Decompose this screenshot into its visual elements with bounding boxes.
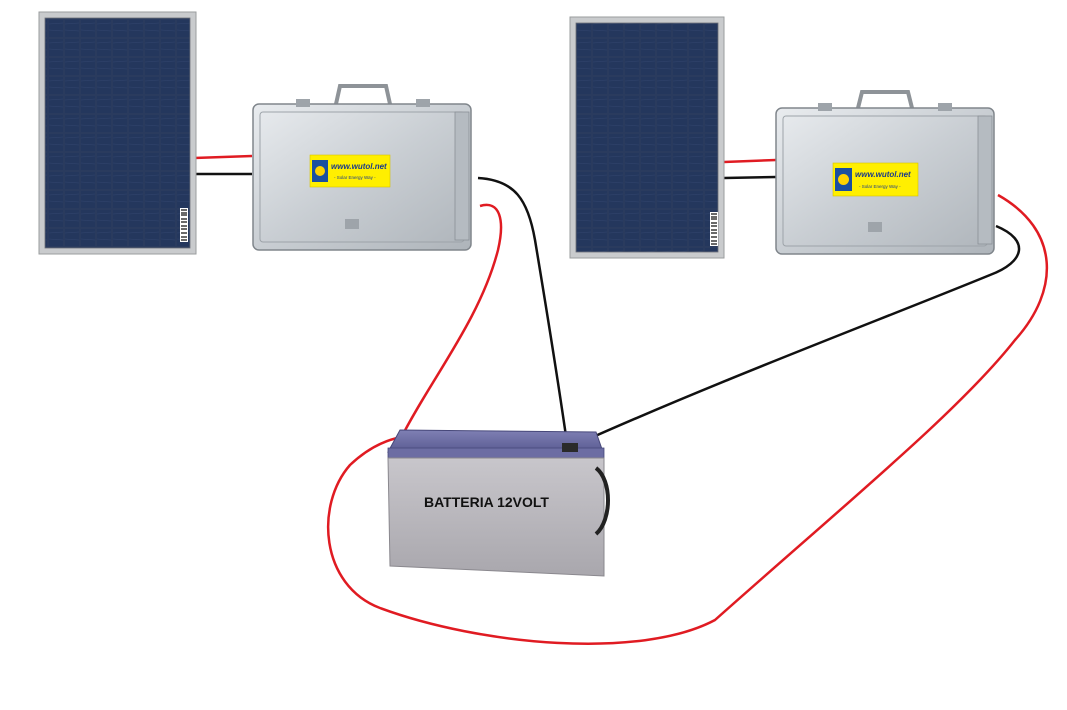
controller-case-1: www.wutol.net - Solar Energy Way - bbox=[252, 84, 472, 251]
controller-2-logo-text: www.wutol.net bbox=[855, 170, 911, 179]
wire-panel2-positive bbox=[723, 158, 777, 164]
wutol-logo: www.wutol.net - Solar Energy Way - bbox=[309, 154, 391, 188]
solar-panel-1 bbox=[38, 11, 197, 255]
battery: BATTERIA 12VOLT bbox=[387, 429, 610, 577]
controller-1-logo-tagline: - Solar Energy Way - bbox=[334, 175, 376, 180]
wire-panel2-negative bbox=[723, 175, 777, 180]
sun-icon bbox=[838, 174, 849, 185]
wire-controller2-positive bbox=[326, 193, 1049, 645]
wire-controller1-negative bbox=[477, 176, 570, 451]
sun-icon bbox=[315, 166, 325, 176]
wutol-logo: www.wutol.net - Solar Energy Way - bbox=[832, 162, 919, 197]
barcode-icon bbox=[710, 212, 718, 246]
case-handle bbox=[334, 84, 392, 105]
case-handle bbox=[856, 90, 914, 109]
wire-controller1-positive bbox=[398, 203, 503, 441]
battery-handle bbox=[594, 466, 610, 536]
battery-terminal bbox=[562, 443, 578, 452]
barcode-icon bbox=[180, 208, 188, 242]
controller-1-logo-text: www.wutol.net bbox=[331, 162, 387, 171]
wiring bbox=[193, 154, 1049, 645]
solar-panel-2 bbox=[569, 16, 725, 259]
wire-controller2-negative bbox=[574, 224, 1021, 447]
controller-2-logo-tagline: - Solar Energy Way - bbox=[859, 184, 901, 189]
controller-case-2: www.wutol.net - Solar Energy Way - bbox=[775, 90, 995, 255]
battery-label: BATTERIA 12VOLT bbox=[424, 494, 549, 510]
wire-panel1-positive bbox=[193, 154, 253, 160]
